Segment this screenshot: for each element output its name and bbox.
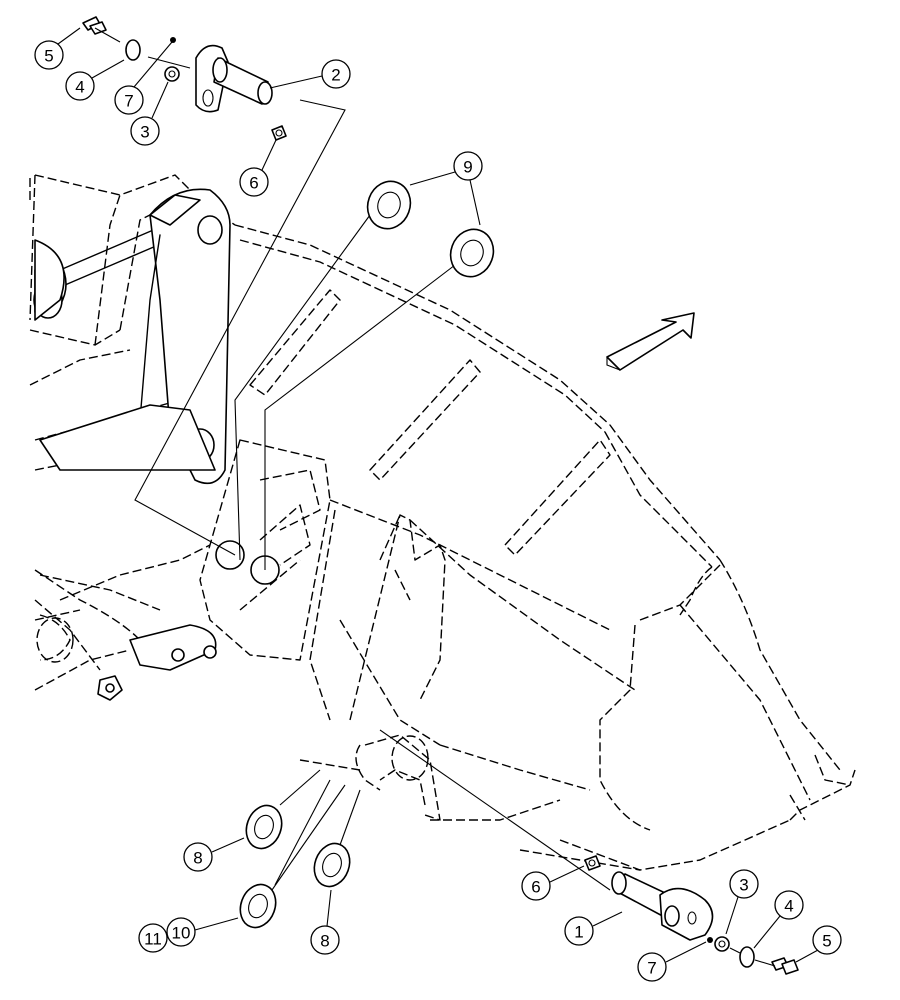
pin-part-1 [611, 871, 714, 941]
spacer-part-3-upper [164, 66, 180, 82]
svg-text:3: 3 [739, 876, 748, 895]
svg-text:2: 2 [331, 66, 340, 85]
callout-4-lower: 4 [774, 890, 804, 920]
svg-text:10: 10 [172, 924, 191, 943]
bolt-part-5-lower [771, 957, 799, 975]
svg-text:4: 4 [75, 78, 84, 97]
lower-pin-assembly [584, 855, 799, 975]
svg-text:8: 8 [193, 849, 202, 868]
svg-text:5: 5 [822, 932, 831, 951]
callout-10: 10 [166, 917, 196, 947]
loader-arm [29, 174, 236, 691]
svg-text:9: 9 [463, 158, 472, 177]
svg-text:5: 5 [44, 47, 53, 66]
svg-text:11: 11 [144, 930, 162, 949]
callout-5-upper: 5 [34, 40, 64, 70]
callout-1: 1 [564, 916, 594, 946]
svg-text:1: 1 [574, 923, 583, 942]
svg-text:3: 3 [140, 123, 149, 142]
shim-part-8-left [245, 804, 283, 850]
assembly-lines [134, 99, 611, 891]
front-direction-arrow-icon [606, 312, 695, 371]
bucket [199, 224, 856, 871]
callout-6-lower: 6 [521, 871, 551, 901]
svg-text:6: 6 [531, 878, 540, 897]
pin-part-2 [195, 44, 273, 113]
callout-4-upper: 4 [65, 71, 95, 101]
callout-8-left: 8 [183, 842, 213, 872]
callout-3-lower: 3 [729, 869, 759, 899]
shim-part-10-11 [239, 883, 277, 929]
svg-text:6: 6 [249, 174, 258, 193]
callout-2: 2 [321, 59, 351, 89]
washer-part-4-lower [739, 946, 755, 968]
callout-7-upper: 7 [114, 85, 144, 115]
callout-5-lower: 5 [812, 925, 842, 955]
callout-9: 9 [453, 151, 483, 181]
callout-11: 11 [138, 923, 168, 953]
svg-text:4: 4 [784, 897, 793, 916]
shims-part-9 [366, 180, 495, 278]
svg-text:7: 7 [124, 92, 133, 111]
callout-7-lower: 7 [637, 952, 667, 982]
washer-part-4-upper [125, 39, 141, 61]
upper-pin-assembly [82, 16, 287, 141]
shim-part-8-right [313, 842, 351, 888]
bolt-part-5-upper [82, 16, 107, 35]
lower-shims [239, 769, 361, 929]
svg-text:8: 8 [320, 932, 329, 951]
lower-linkage [34, 569, 217, 701]
spacer-part-3-lower [714, 936, 730, 952]
svg-text:7: 7 [647, 959, 656, 978]
callout-3-upper: 3 [130, 116, 160, 146]
callout-6-upper: 6 [239, 167, 269, 197]
callout-8-right: 8 [310, 925, 340, 955]
